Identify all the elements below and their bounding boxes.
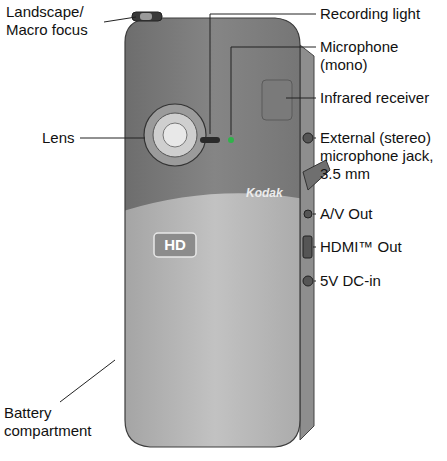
focus-switch	[132, 12, 162, 21]
side-face	[300, 45, 314, 440]
microphone-dot	[228, 137, 234, 143]
part-label: External (stereo) microphone jack, 3.5 m…	[320, 129, 444, 183]
leader-line	[60, 360, 115, 402]
leader-lines	[60, 14, 316, 402]
mic-jack	[303, 133, 313, 143]
hd-badge	[154, 233, 196, 257]
leader-line	[313, 214, 316, 215]
part-label: Battery compartment	[4, 404, 104, 440]
part-label: HDMI™ Out	[320, 238, 444, 256]
brand-logo: Kodak	[246, 184, 296, 202]
leader-line	[80, 138, 145, 139]
lens-ring	[144, 104, 206, 166]
dc-port	[303, 276, 313, 286]
part-label: Lens	[42, 129, 82, 147]
recording-light	[200, 137, 220, 143]
leader-line	[314, 138, 316, 139]
part-label: Infrared receiver	[320, 89, 444, 107]
part-label: Recording light	[320, 5, 444, 23]
leader-line	[210, 14, 316, 134]
hdmi-port	[303, 236, 312, 258]
lens-center	[163, 123, 187, 147]
av-port	[304, 210, 312, 218]
part-label: 5V DC-in	[320, 272, 444, 290]
camera-body	[120, 10, 310, 455]
camera-outline	[125, 18, 300, 447]
part-label: A/V Out	[320, 205, 444, 223]
infrared-window	[262, 80, 292, 120]
part-label: Microphone (mono)	[320, 38, 420, 74]
leader-line	[314, 281, 316, 282]
lens-glass	[153, 113, 197, 157]
part-label: Landscape/ Macro focus	[6, 3, 104, 39]
focus-switch-knob	[140, 13, 152, 20]
leader-line	[231, 47, 316, 135]
leader-line	[104, 17, 136, 22]
leader-line	[313, 247, 316, 248]
hd-logo: HD	[156, 236, 194, 254]
leader-line	[286, 98, 316, 99]
